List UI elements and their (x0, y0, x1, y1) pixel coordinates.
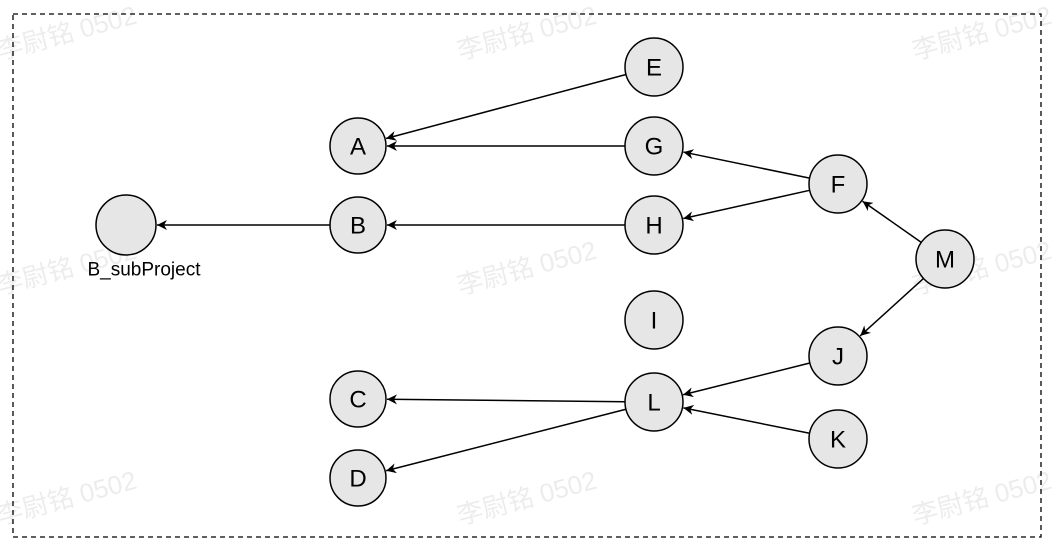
node-circle (624, 195, 684, 255)
watermark-text: 李尉铭 0502 (909, 465, 1054, 531)
node-h: H (624, 195, 684, 255)
node-l: L (624, 372, 684, 432)
edge-k-to-l (683, 404, 810, 435)
dashed-frame (12, 13, 1042, 538)
node-caption: B_subProject (87, 260, 201, 281)
edge-f-to-g (683, 149, 810, 179)
node-m: M (915, 229, 975, 289)
node-circle (915, 229, 975, 289)
node-label: M (935, 247, 955, 274)
edge-m-to-f (862, 200, 922, 243)
node-label: H (645, 213, 662, 240)
watermark-text: 李尉铭 0502 (454, 0, 600, 66)
node-circle (95, 194, 157, 256)
node-e: E (624, 37, 684, 97)
edge-m-to-j (859, 277, 925, 337)
edge-j-to-l (682, 362, 811, 398)
node-j: J (808, 326, 868, 386)
watermark-text: 李尉铭 0502 (454, 465, 600, 531)
node-label: D (349, 466, 366, 493)
node-label: L (647, 390, 660, 417)
node-circle (624, 116, 684, 176)
node-label: B (350, 213, 366, 240)
node-i: I (624, 290, 684, 350)
nodes-layer: E A G F B H M I J C L K D B_subProject (87, 37, 975, 507)
node-b: B (329, 196, 387, 254)
node-label: E (646, 55, 662, 82)
node-f: F (808, 154, 868, 214)
node-label: F (831, 172, 846, 199)
node-a: A (329, 117, 387, 175)
node-circle (624, 372, 684, 432)
node-label: C (349, 387, 366, 414)
node-circle (329, 196, 387, 254)
node-circle (329, 117, 387, 175)
edge-l-to-c (386, 394, 626, 405)
watermark-text: 李尉铭 0502 (454, 235, 600, 301)
edge-l-to-d (385, 408, 627, 474)
edge-f-to-h (683, 189, 810, 222)
node-g: G (624, 116, 684, 176)
edge-e-to-a (385, 73, 627, 141)
node-bsub: B_subProject (87, 194, 201, 281)
watermark-text: 李尉铭 0502 (0, 465, 140, 531)
node-c: C (329, 370, 387, 428)
watermark-text: 李尉铭 0502 (0, 0, 140, 66)
node-label: A (350, 134, 366, 161)
node-circle (624, 37, 684, 97)
node-label: K (830, 427, 846, 454)
node-d: D (329, 449, 387, 507)
node-circle (808, 154, 868, 214)
node-k: K (808, 409, 868, 469)
node-circle (624, 290, 684, 350)
edges-layer (157, 73, 925, 474)
node-label: G (645, 134, 664, 161)
node-circle (808, 409, 868, 469)
node-circle (329, 449, 387, 507)
node-label: J (832, 344, 844, 371)
watermark-text: 李尉铭 0502 (909, 0, 1054, 66)
node-circle (329, 370, 387, 428)
node-circle (808, 326, 868, 386)
node-label: I (651, 308, 658, 335)
